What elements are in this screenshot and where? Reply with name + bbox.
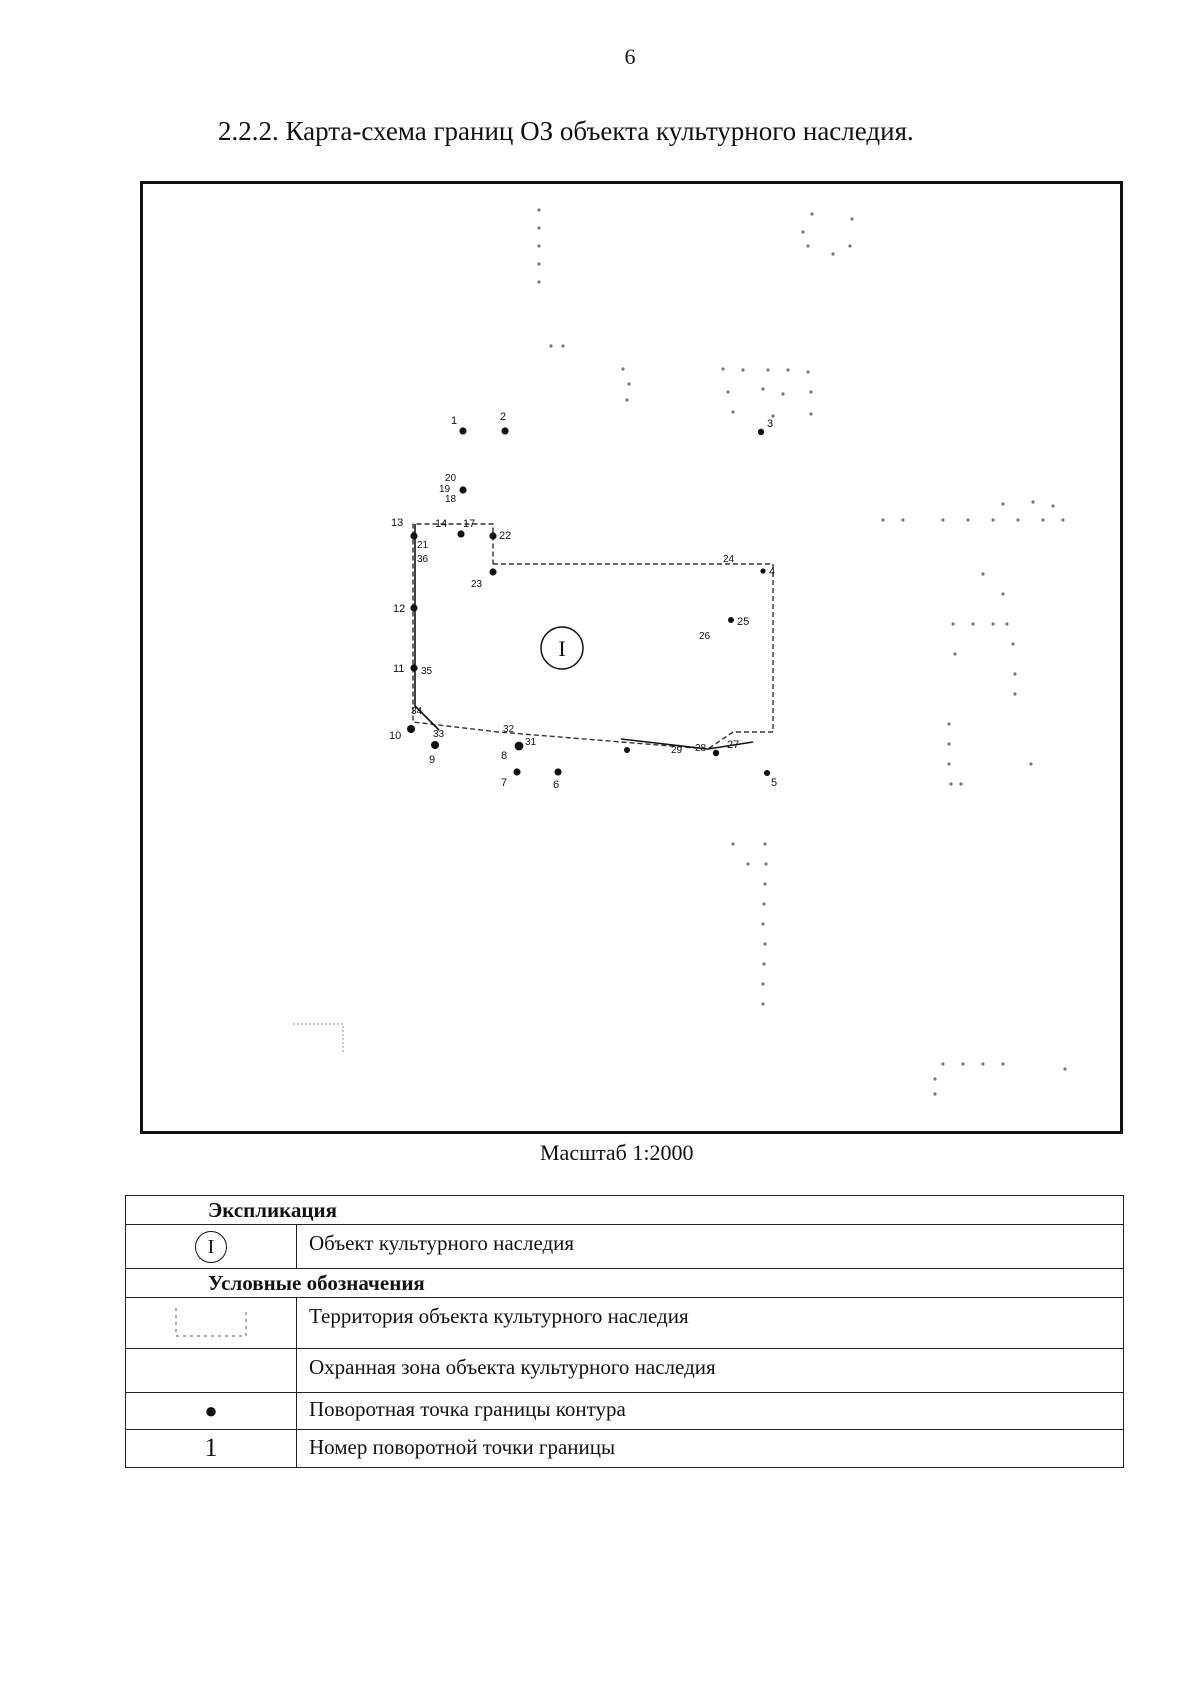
point-label-19: 19 <box>439 484 451 495</box>
page-number: 6 <box>624 44 636 69</box>
protection-zone-boundary <box>414 524 440 731</box>
point-label-32: 32 <box>503 724 515 735</box>
point-label-25: 25 <box>737 616 749 628</box>
point-label-36: 36 <box>417 554 429 565</box>
small-structure-outline <box>293 1023 344 1054</box>
zone-text: Охранная зона объекта культурного наслед… <box>296 1348 1124 1393</box>
point-label-24: 24 <box>723 554 735 565</box>
point-label-2: 2 <box>500 411 506 423</box>
map-drawing: I 1 2 3 4 5 6 7 8 9 10 11 12 13 14 <box>293 208 1067 1096</box>
symbols-title: Условные обозначения <box>125 1268 1124 1298</box>
explication-title: Экспликация <box>125 1195 1124 1225</box>
number-text: Номер поворотной точки границы <box>296 1429 1124 1468</box>
legend-row-object: I Объект культурного наследия <box>125 1224 1124 1269</box>
point-label-26: 26 <box>699 631 711 642</box>
point-label-6: 6 <box>553 779 559 791</box>
point-label-1: 1 <box>451 415 457 427</box>
point-label-29: 29 <box>671 745 683 756</box>
point-label-35: 35 <box>421 666 433 677</box>
point-label-27: 27 <box>727 739 739 751</box>
point-label-28: 28 <box>695 743 707 754</box>
point-label-31: 31 <box>525 737 537 748</box>
point-label-34: 34 <box>411 706 423 717</box>
legend-row-number: 1 Номер поворотной точки границы <box>125 1429 1124 1468</box>
background-features <box>537 208 1067 1096</box>
legend-row-territory: Территория объекта культурного наследия <box>125 1297 1124 1349</box>
point-label-4: 4 <box>769 566 775 578</box>
point-symbol: ● <box>204 1398 218 1423</box>
point-label-20: 20 <box>445 473 457 484</box>
point-label-17: 17 <box>463 518 475 530</box>
territory-boundary <box>412 523 774 750</box>
point-label-8: 8 <box>501 750 507 762</box>
section-heading: 2.2.2. Карта-схема границ ОЗ объекта кул… <box>218 116 914 146</box>
point-label-11: 11 <box>393 663 404 675</box>
point-text: Поворотная точка границы контура <box>296 1392 1124 1430</box>
turning-points <box>407 427 770 776</box>
legend-table: Экспликация I Объект культурного наследи… <box>125 1195 1124 1468</box>
point-labels: 1 2 3 4 5 6 7 8 9 10 11 12 13 14 17 18 1… <box>389 411 777 791</box>
territory-text: Территория объекта культурного наследия <box>296 1297 1124 1349</box>
number-symbol: 1 <box>204 1433 218 1462</box>
legend-row-point: ● Поворотная точка границы контура <box>125 1392 1124 1430</box>
point-label-14: 14 <box>435 518 447 530</box>
point-label-33: 33 <box>433 729 445 740</box>
point-label-10: 10 <box>389 730 401 742</box>
legend-explication-header: Экспликация <box>125 1195 1124 1225</box>
object-text: Объект культурного наследия <box>296 1224 1124 1269</box>
point-label-18: 18 <box>445 494 457 505</box>
point-label-5: 5 <box>771 777 777 789</box>
point-label-13: 13 <box>391 517 403 529</box>
point-label-9: 9 <box>429 754 435 766</box>
point-label-21: 21 <box>417 540 429 551</box>
point-label-7: 7 <box>501 777 507 789</box>
point-label-12: 12 <box>393 603 405 615</box>
object-marker-label: I <box>558 636 565 661</box>
legend-symbols-header: Условные обозначения <box>125 1268 1124 1298</box>
protection-zone-segment <box>620 738 754 750</box>
map-scale: Масштаб 1:2000 <box>540 1140 694 1165</box>
object-symbol: I <box>195 1231 227 1263</box>
territory-symbol <box>175 1308 247 1337</box>
legend-row-zone: Охранная зона объекта культурного наслед… <box>125 1348 1124 1393</box>
point-label-23: 23 <box>471 579 483 590</box>
point-label-3: 3 <box>767 418 773 430</box>
map-scheme: I 1 2 3 4 5 6 7 8 9 10 11 12 13 14 <box>140 181 1123 1134</box>
object-marker <box>540 626 584 670</box>
zone-symbol <box>125 1348 297 1393</box>
point-label-22: 22 <box>499 530 511 542</box>
